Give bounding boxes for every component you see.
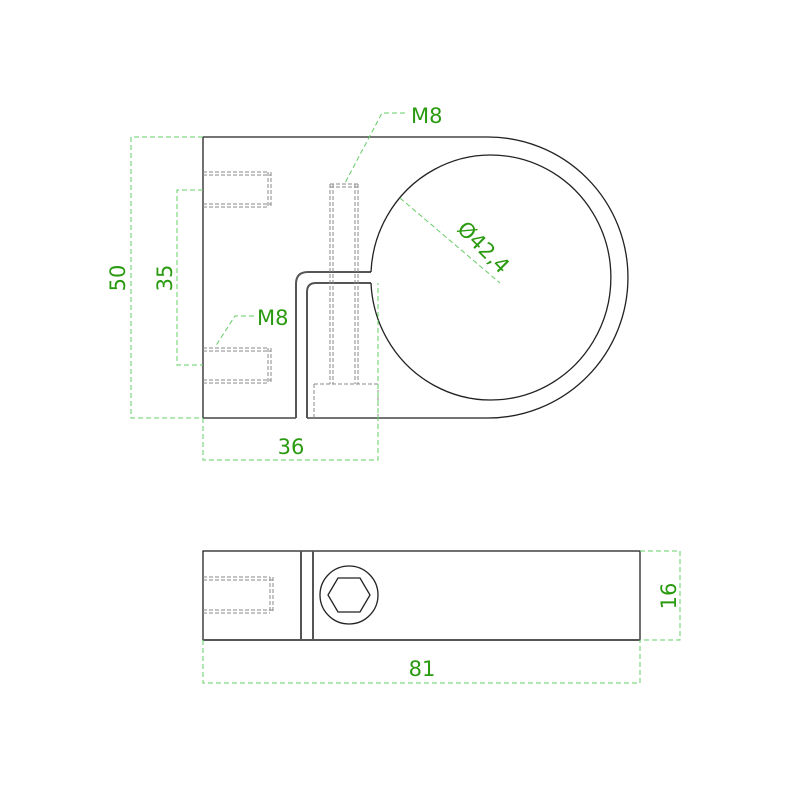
bottom-view: 81 16 — [202, 550, 681, 684]
bore-circle — [370, 154, 612, 401]
dim-diameter-label: Ø42,4 — [452, 217, 514, 279]
slot-right-edge — [306, 282, 371, 418]
dim-50-label: 50 — [106, 265, 130, 292]
bottom-slot — [203, 551, 640, 641]
bolt-head-circle — [319, 565, 379, 625]
leader-m8-top — [344, 112, 405, 184]
leader-m8-side — [214, 315, 254, 348]
top-view-outline — [202, 136, 629, 419]
hidden-vertical-bolt — [313, 183, 379, 418]
slot-left-edge — [295, 271, 371, 418]
hidden-side-holes — [203, 171, 272, 384]
bottom-view-outline — [202, 550, 641, 641]
dim-36-label: 36 — [278, 435, 305, 459]
dim-diameter-line — [399, 197, 501, 284]
label-m8-side: M8 — [257, 306, 288, 330]
dim-16-line — [640, 550, 681, 641]
dim-16-label: 16 — [657, 583, 681, 610]
dim-81-label: 81 — [409, 657, 436, 681]
top-view: 50 35 36 Ø42,4 M8 M8 — [106, 104, 629, 461]
dim-35-line — [176, 189, 203, 366]
dim-50-line — [130, 136, 203, 419]
hidden-thread-bottom — [203, 576, 274, 614]
hex-socket-icon — [327, 577, 371, 613]
dim-35-label: 35 — [153, 265, 177, 292]
dim-36-line — [202, 283, 379, 461]
label-m8-top: M8 — [411, 104, 442, 128]
